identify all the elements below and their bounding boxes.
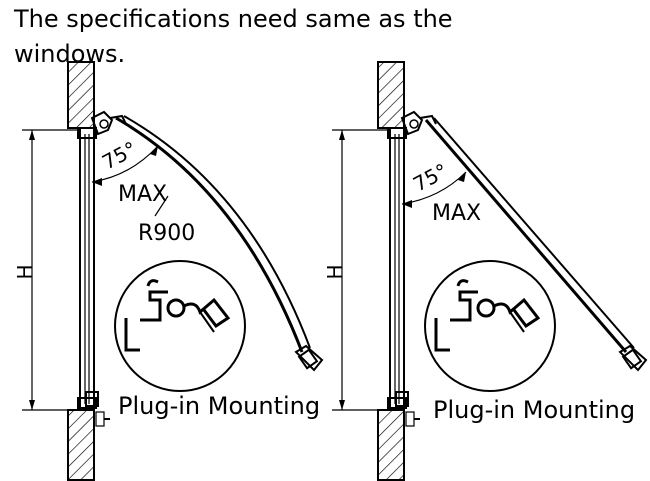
- left-angle-label: 75°: [98, 137, 141, 175]
- right-height-label: H: [323, 264, 347, 279]
- left-caption: Plug-in Mounting: [118, 392, 320, 420]
- note-line-1: The specifications need same as the: [13, 5, 453, 33]
- right-angle-label: 75°: [409, 159, 452, 197]
- left-height-dimension: H: [13, 129, 80, 411]
- left-opened-sash: [115, 115, 324, 372]
- left-max-label: MAX: [118, 182, 167, 207]
- left-height-label: H: [13, 264, 37, 279]
- left-window-sash: [77, 127, 97, 410]
- right-bottom-fitting: [395, 391, 420, 427]
- right-top-hinge: [400, 110, 437, 136]
- right-drawing: H 75° MAX: [323, 61, 648, 481]
- left-top-hinge: [90, 110, 127, 136]
- left-drawing: H 75° MAX R900: [13, 61, 324, 481]
- right-caption: Plug-in Mounting: [433, 396, 635, 424]
- right-window-sash: [387, 127, 407, 410]
- right-angle-arc: [401, 171, 467, 208]
- left-bottom-fitting: [85, 391, 110, 427]
- right-opened-sash: [424, 117, 648, 372]
- right-max-label: MAX: [432, 201, 481, 226]
- left-detail-circle: [114, 260, 246, 392]
- left-radius-label: R900: [138, 221, 195, 246]
- right-detail-circle: [424, 260, 556, 392]
- left-angle-arc: [91, 145, 169, 217]
- right-height-dimension: H: [323, 129, 390, 411]
